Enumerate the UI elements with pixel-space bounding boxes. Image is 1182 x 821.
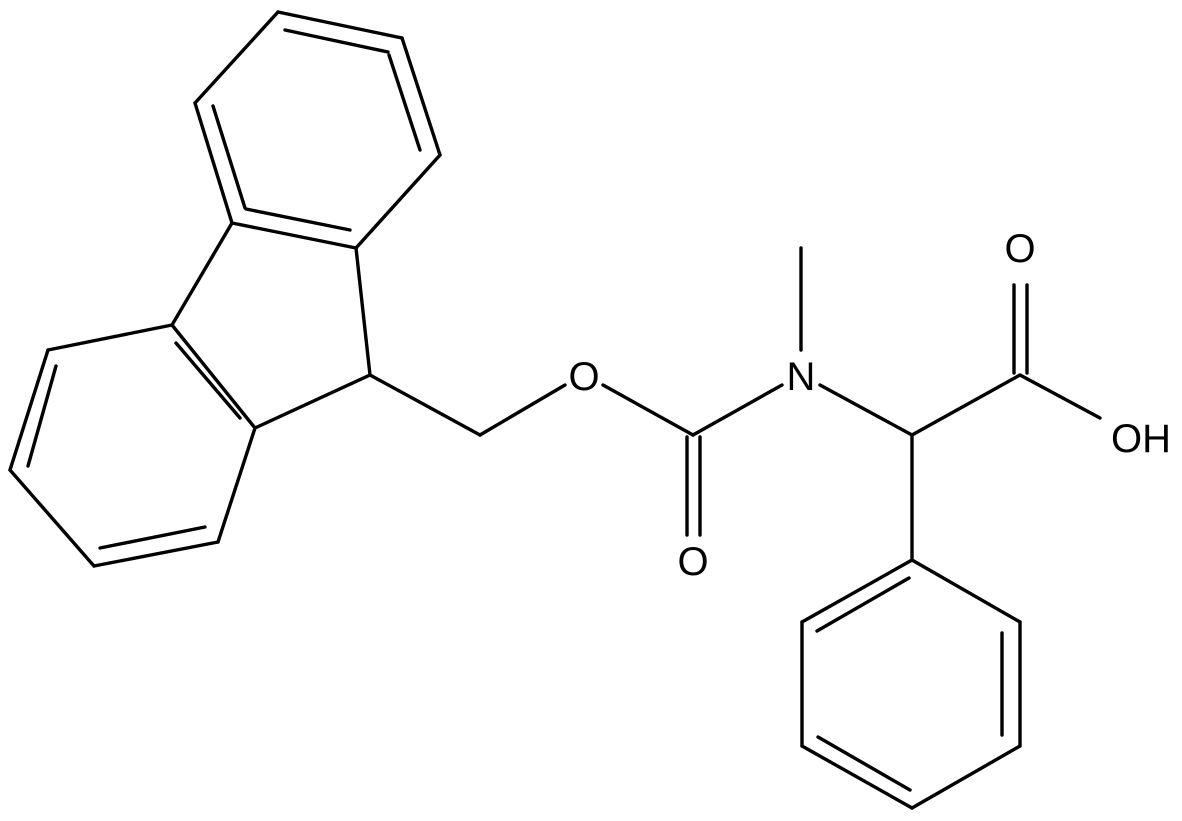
ester-oxygen-label: O [568, 355, 599, 399]
fluorene-top-ring [193, 10, 442, 250]
hydroxyl-label: OH [1111, 417, 1171, 461]
fluorene-bottom-ring [8, 323, 257, 568]
carbonyl-oxygen-label: O [677, 540, 708, 584]
phenyl-ring [800, 558, 1022, 810]
fluorene-five-ring [170, 221, 372, 430]
nitrogen-label: N [787, 355, 816, 399]
acid-oxygen-label: O [1004, 227, 1035, 271]
carbamate-chain [368, 246, 1102, 562]
